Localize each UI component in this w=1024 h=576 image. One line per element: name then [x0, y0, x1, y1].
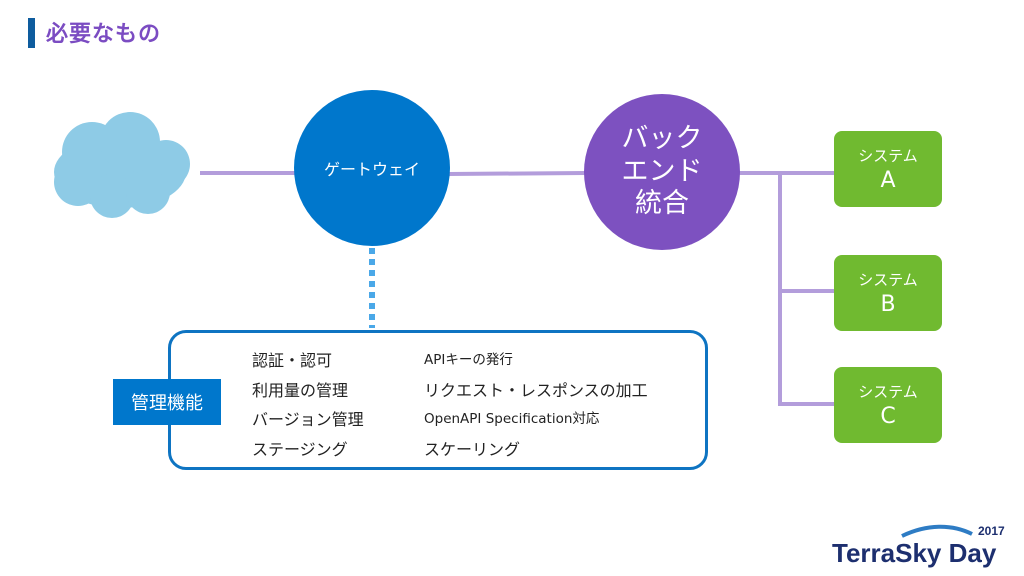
system-a-box: システム A: [834, 131, 942, 207]
system-b-letter: B: [880, 292, 896, 317]
feature-item: OpenAPI Specification対応: [424, 411, 600, 427]
management-tag: 管理機能: [113, 379, 221, 425]
management-features-left: 認証・認可 利用量の管理 バージョン管理 ステージング: [252, 346, 364, 464]
system-a-label: システム: [858, 147, 918, 165]
cloud-icon: [54, 112, 190, 218]
system-b-box: システム B: [834, 255, 942, 331]
feature-item: ステージング: [252, 439, 348, 459]
feature-item: スケーリング: [424, 439, 521, 459]
terrasky-day-logo: TerraSky Day 2017: [832, 524, 1005, 568]
feature-item: 利用量の管理: [252, 380, 349, 400]
system-a-letter: A: [880, 168, 896, 193]
title-accent-bar: [28, 18, 35, 48]
feature-item: 認証・認可: [252, 351, 333, 370]
system-b-label: システム: [858, 271, 918, 289]
backend-integration-node: バック エンド 統合: [584, 94, 740, 250]
system-c-label: システム: [858, 383, 918, 401]
system-c-letter: C: [880, 404, 896, 429]
page-title: 必要なもの: [46, 22, 162, 47]
logo-brand: TerraSky Day: [832, 538, 997, 568]
backend-label: バック エンド 統合: [621, 123, 703, 220]
gateway-label: ゲートウェイ: [323, 160, 420, 179]
management-features-right: APIキーの発行 リクエスト・レスポンスの加工 OpenAPI Specific…: [424, 346, 648, 464]
connector-gateway-backend: [447, 171, 587, 176]
system-c-box: システム C: [834, 367, 942, 443]
management-features-box: [168, 330, 708, 470]
gateway-node: ゲートウェイ: [294, 90, 450, 246]
feature-item: リクエスト・レスポンスの加工: [424, 380, 648, 400]
logo-year: 2017: [978, 524, 1005, 538]
feature-item: バージョン管理: [252, 410, 364, 429]
feature-item: APIキーの発行: [424, 352, 513, 368]
